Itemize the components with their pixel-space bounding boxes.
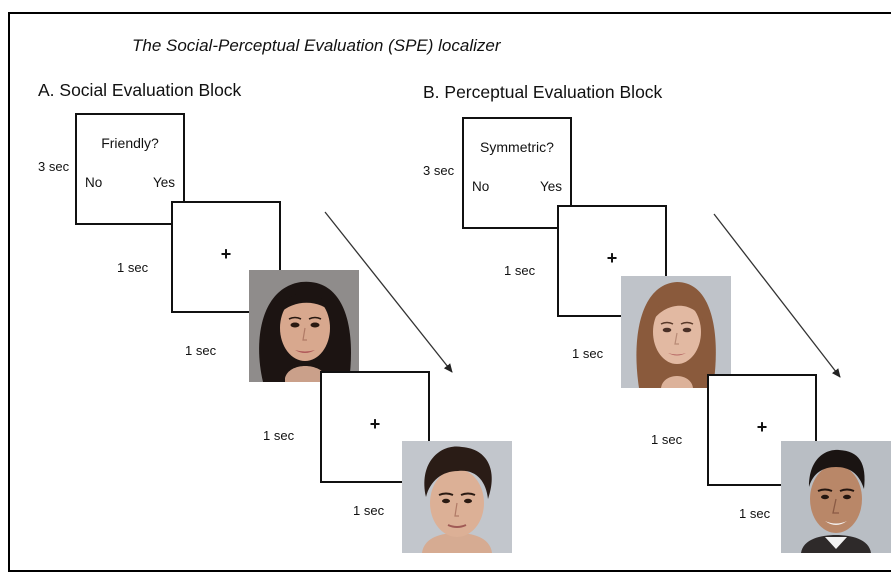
- figure-title: The Social-Perceptual Evaluation (SPE) l…: [132, 36, 501, 55]
- question-screen: Symmetric? No Yes: [462, 117, 572, 229]
- duration-label: 1 sec: [263, 428, 295, 443]
- question-text: Symmetric?: [480, 139, 554, 155]
- block-a-heading: A. Social Evaluation Block: [38, 80, 242, 100]
- duration-label: 1 sec: [504, 263, 536, 278]
- arrows-layer: [324, 211, 841, 378]
- fixation-cross: +: [220, 244, 232, 264]
- face-man-short-dark-hair-icon: [781, 441, 891, 553]
- face-woman-dark-curly-hair-icon: [249, 270, 359, 382]
- duration-label: 1 sec: [353, 503, 385, 518]
- duration-label: 1 sec: [572, 346, 604, 361]
- duration-label: 1 sec: [117, 260, 149, 275]
- face-young-man-dark-hair-icon: [402, 441, 512, 553]
- question-text: Friendly?: [101, 135, 159, 151]
- duration-label: 3 sec: [38, 159, 70, 174]
- face-woman-auburn-hair-icon: [621, 276, 731, 388]
- duration-label: 3 sec: [423, 163, 455, 178]
- duration-label: 1 sec: [651, 432, 683, 447]
- option-yes: Yes: [152, 175, 175, 190]
- option-no: No: [85, 175, 103, 190]
- fixation-cross: +: [369, 414, 381, 434]
- duration-label: 1 sec: [185, 343, 217, 358]
- fixation-cross: +: [606, 248, 618, 268]
- block-b-heading: B. Perceptual Evaluation Block: [423, 82, 663, 102]
- diagonal-arrow-icon: [324, 211, 453, 373]
- diagonal-arrow-icon: [713, 213, 841, 378]
- duration-label: 1 sec: [739, 506, 771, 521]
- fixation-cross: +: [756, 417, 768, 437]
- question-screen: Friendly? No Yes: [75, 113, 185, 225]
- option-yes: Yes: [539, 179, 562, 194]
- option-no: No: [472, 179, 490, 194]
